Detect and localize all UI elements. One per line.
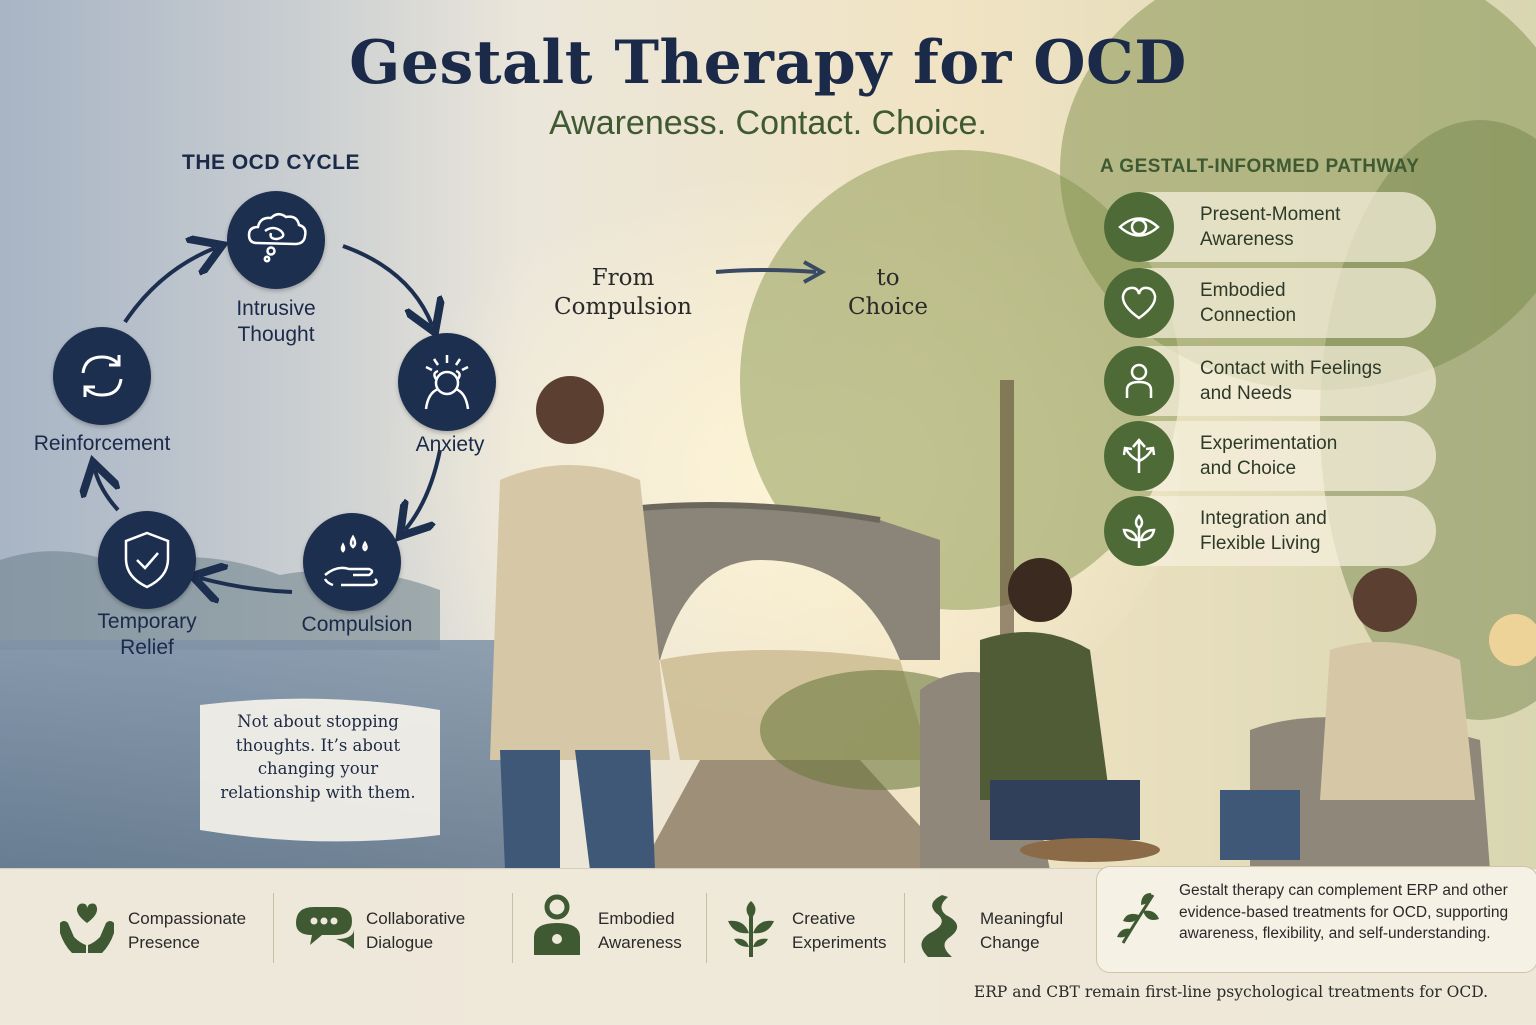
from-compulsion-label: From Compulsion — [554, 265, 692, 320]
pathway-item-label: Present-Moment Awareness — [1200, 204, 1341, 250]
feature-compassionate-presence: Compassionate Presence — [54, 893, 269, 968]
complement-note: Gestalt therapy can complement ERP and o… — [1096, 866, 1536, 973]
sprout-icon — [728, 901, 774, 957]
pathway-item-label: Experimentation and Choice — [1200, 433, 1338, 479]
cycle-step-temporary-relief: Temporary Relief — [97, 610, 197, 659]
feature-collaborative-dialogue: Collaborative Dialogue — [292, 893, 502, 968]
page-subtitle: Awareness. Contact. Choice. — [549, 104, 987, 142]
feature-label: Embodied Awareness — [598, 909, 682, 952]
cycle-step-intrusive-thought: Intrusive Thought — [236, 297, 316, 346]
transition-arrow-icon — [715, 260, 827, 284]
pathway-item-present-moment-awareness: Present-Moment Awareness — [1104, 192, 1436, 262]
cycle-step-compulsion: Compulsion — [301, 613, 413, 636]
heart-icon — [1104, 268, 1174, 338]
to-choice-label: to Choice — [847, 265, 929, 320]
hand-washing-icon — [303, 513, 401, 611]
feature-label: Collaborative Dialogue — [366, 909, 466, 952]
winding-path-icon — [921, 895, 958, 957]
pathway-item-contact-feelings-needs: Contact with Feelings and Needs — [1104, 346, 1436, 416]
eye-icon — [1104, 192, 1174, 262]
pathway-item-label: Embodied Connection — [1200, 280, 1297, 326]
cycle-step-reinforcement: Reinforcement — [33, 432, 171, 455]
branching-arrows-icon — [1104, 421, 1174, 491]
refresh-cycle-icon — [53, 327, 151, 425]
page-title: Gestalt Therapy for OCD — [349, 28, 1187, 98]
cycle-quote: Not about stopping thoughts. It’s about … — [220, 712, 416, 802]
pathway-heading: A GESTALT-INFORMED PATHWAY — [1100, 156, 1420, 177]
leaf-branch-icon — [1117, 893, 1159, 944]
pathway-item-experimentation-choice: Experimentation and Choice — [1104, 421, 1436, 491]
feature-meaningful-change: Meaningful Change — [906, 893, 1086, 968]
feature-creative-experiments: Creative Experiments — [718, 893, 898, 968]
person-icon — [1104, 346, 1174, 416]
pathway-item-label: Integration and Flexible Living — [1200, 508, 1327, 554]
distressed-person-icon — [398, 333, 496, 431]
feature-divider — [512, 893, 513, 963]
cycle-step-anxiety: Anxiety — [415, 433, 485, 456]
complement-note-text: Gestalt therapy can complement ERP and o… — [1179, 882, 1509, 942]
thought-cloud-icon — [227, 191, 325, 289]
feature-divider — [273, 893, 274, 963]
ocd-cycle-heading: THE OCD CYCLE — [182, 151, 361, 174]
feature-divider — [706, 893, 707, 963]
cycle-arrows — [0, 0, 520, 700]
pathway-item-embodied-connection: Embodied Connection — [1104, 268, 1436, 338]
feature-label: Compassionate Presence — [128, 909, 247, 952]
feature-divider — [904, 893, 905, 963]
feature-embodied-awareness: Embodied Awareness — [524, 893, 704, 968]
speech-bubbles-icon — [296, 907, 354, 949]
leaves-icon — [1104, 496, 1174, 566]
hands-heart-icon — [60, 903, 114, 953]
pathway-item-integration-flexible-living: Integration and Flexible Living — [1104, 496, 1436, 566]
feature-label: Creative Experiments — [792, 909, 887, 952]
pathway-item-label: Contact with Feelings and Needs — [1200, 358, 1382, 404]
shield-check-icon — [98, 511, 196, 609]
feature-label: Meaningful Change — [980, 909, 1064, 952]
footnote: ERP and CBT remain first-line psychologi… — [973, 983, 1488, 1001]
person-body-icon — [534, 894, 580, 955]
